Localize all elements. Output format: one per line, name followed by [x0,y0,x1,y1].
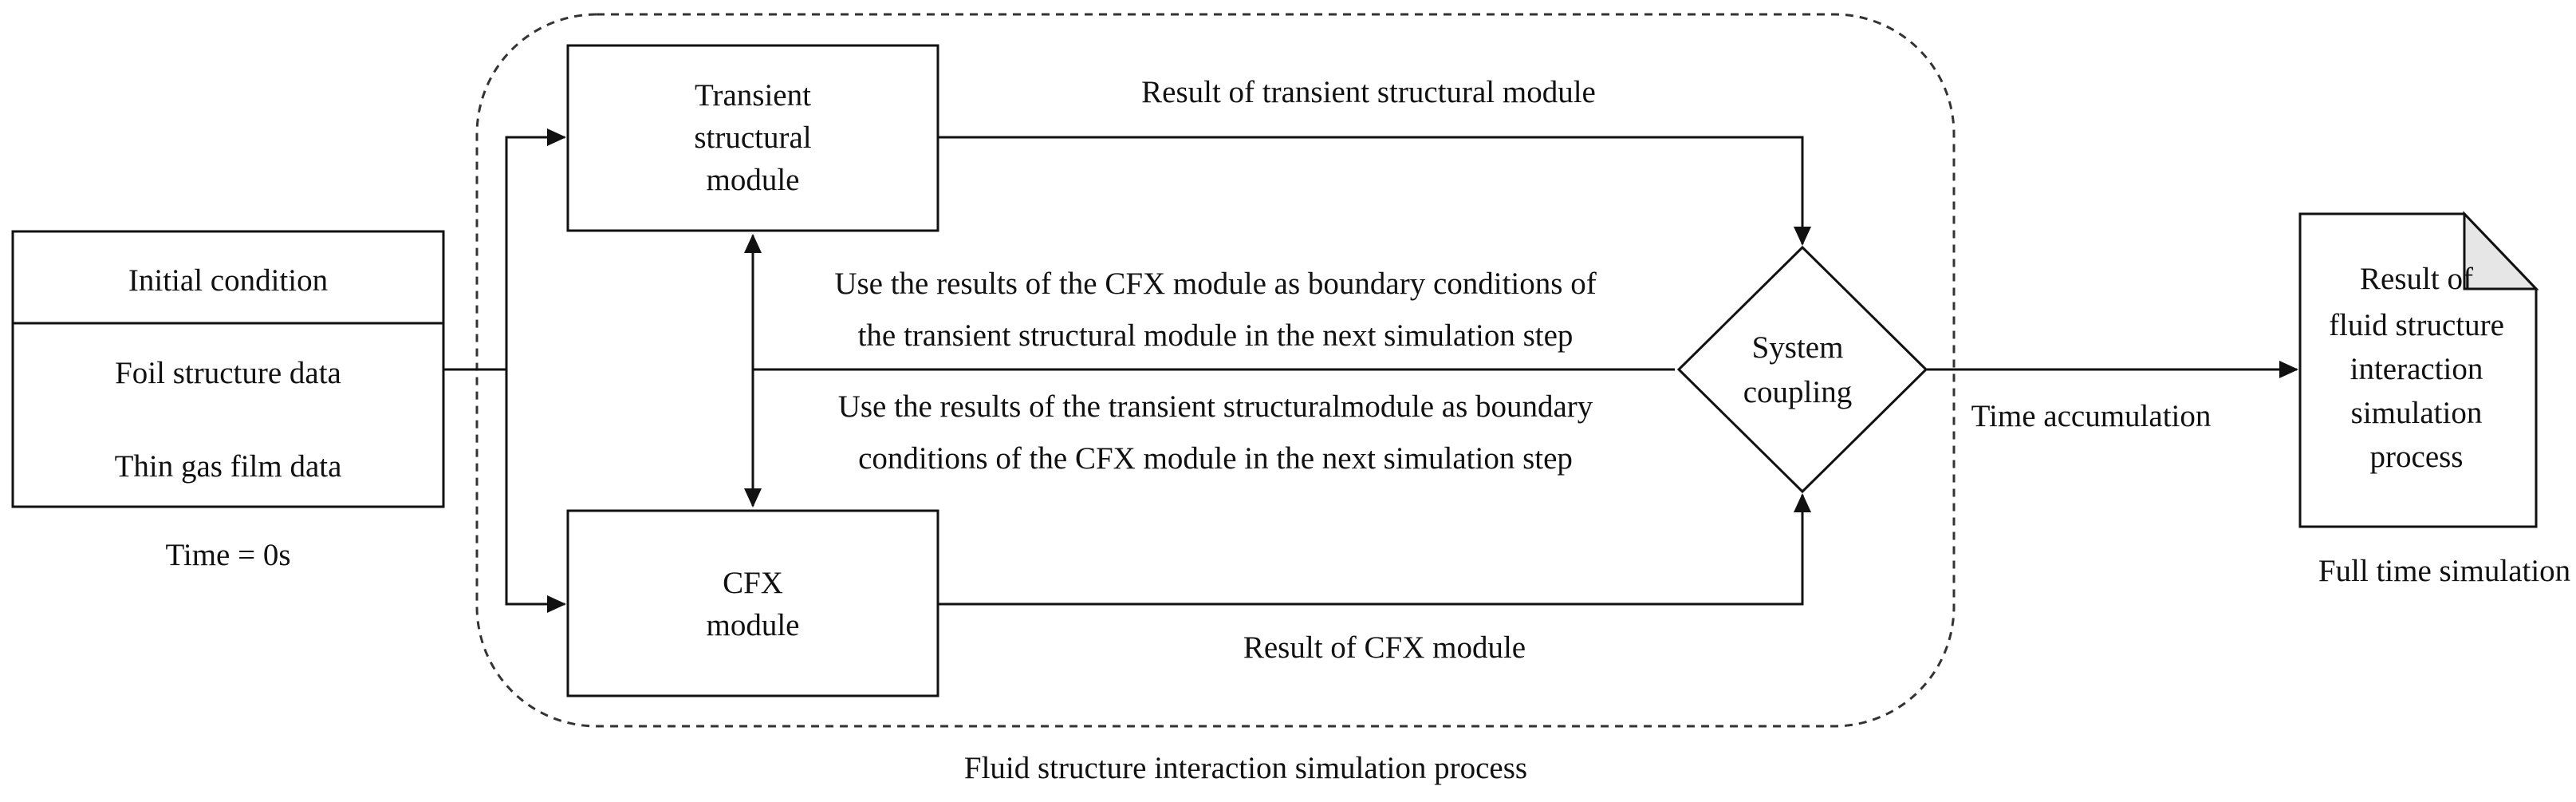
transient-to-cfx-label-1: Use the results of the transient structu… [838,389,1593,424]
initial-item-foil: Foil structure data [115,356,341,390]
svg-text:coupling: coupling [1743,375,1852,409]
transient-to-cfx-label-2: conditions of the CFX module in the next… [858,441,1573,476]
cfx-result-label: Result of CFX module [1243,630,1526,665]
svg-text:fluid structure: fluid structure [2329,308,2504,342]
system-coupling-node: System coupling [1676,245,1928,494]
svg-text:CFX: CFX [723,566,783,600]
transient-result-label: Result of transient structural module [1141,75,1596,109]
transient-structural-module: Transient structural module [566,44,939,232]
edge-transient-result [938,136,1811,246]
svg-text:Transient: Transient [695,78,811,113]
svg-text:process: process [2370,440,2464,474]
svg-text:simulation: simulation [2351,396,2483,430]
result-document: Result of fluid structure interaction si… [2298,211,2539,528]
initial-condition-panel: Initial condition Foil structure data Th… [11,230,445,508]
full-time-caption: Full time simulation [2318,554,2570,588]
cfx-module: CFX module [566,509,939,697]
svg-text:module: module [707,163,800,197]
svg-text:module: module [707,608,800,642]
svg-text:structural: structural [694,120,811,155]
cfx-to-transient-label-1: Use the results of the CFX module as bou… [834,267,1596,301]
fsi-process-label: Fluid structure interaction simulation p… [964,751,1527,785]
svg-text:interaction: interaction [2350,352,2483,386]
edge-to-cfx [505,369,566,613]
initial-condition-header: Initial condition [128,263,328,298]
edge-cfx-result [938,493,1811,606]
time-accumulation-label: Time accumulation [1971,399,2212,433]
edge-to-transient [505,128,566,369]
svg-text:System: System [1752,330,1844,365]
cfx-to-transient-label-2: the transient structural module in the n… [858,318,1574,353]
initial-item-gas-film: Thin gas film data [115,449,342,484]
svg-text:Result of: Result of [2360,262,2473,296]
time-zero-label: Time = 0s [165,538,290,572]
